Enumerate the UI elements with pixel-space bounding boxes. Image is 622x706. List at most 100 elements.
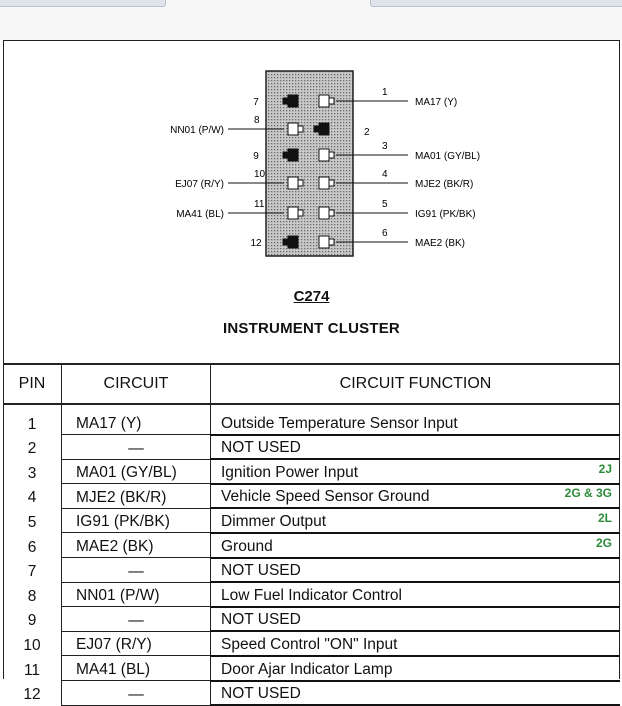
connector-id: C274 — [293, 288, 330, 305]
pin-label: 4 — [382, 169, 388, 180]
wire-label: MJE2 (BK/R) — [415, 179, 473, 190]
wire-label: EJ07 (R/Y) — [175, 179, 224, 190]
connector-pin: 9 — [253, 148, 299, 162]
circuit-code: MAE2 (BK) — [61, 532, 211, 559]
circuit-function: Speed Control "ON" Input — [210, 631, 620, 657]
circuit-code: MA01 (GY/BL) — [61, 459, 211, 485]
pin-label: 3 — [382, 141, 388, 152]
handwritten-note: 2G & 3G — [564, 486, 612, 501]
circuit-code: IG91 (PK/BK) — [61, 508, 211, 534]
circuit-code: — — [61, 606, 211, 632]
pin-number: 8 — [3, 582, 62, 607]
circuit-function-text: Low Fuel Indicator Control — [221, 586, 402, 604]
circuit-function-text: Ignition Power Input — [221, 463, 359, 481]
circuit-code: MJE2 (BK/R) — [61, 483, 211, 509]
pin-number: 9 — [3, 606, 62, 632]
pin-label: 1 — [382, 87, 388, 98]
circuit-function-text: Dimmer Output — [221, 512, 327, 530]
circuit-code: MA17 (Y) — [61, 404, 211, 436]
wire-label: MA17 (Y) — [415, 97, 457, 108]
pin-label: 2 — [364, 127, 370, 138]
pin-label: 10 — [254, 169, 266, 180]
pin-label: 8 — [254, 115, 260, 126]
circuit-code: MA41 (BL) — [61, 655, 211, 682]
table-header-row: PIN CIRCUIT CIRCUIT FUNCTION — [3, 363, 620, 405]
window-top-strip — [0, 0, 622, 40]
pin-number: 10 — [3, 631, 62, 656]
connector-housing — [265, 70, 354, 257]
header-circuit: CIRCUIT — [61, 363, 211, 405]
circuit-function: NOT USED — [210, 434, 620, 461]
pin-label: 11 — [254, 199, 265, 210]
table-row: 12— NOT USED — [3, 680, 620, 706]
circuit-code: EJ07 (R/Y) — [61, 631, 211, 657]
circuit-function-text: Ground — [221, 537, 273, 555]
circuit-function: Ignition Power Input 2J — [210, 459, 620, 485]
circuit-function-text: Speed Control "ON" Input — [221, 635, 398, 653]
circuit-code: — — [61, 680, 211, 706]
pin-number: 7 — [3, 557, 62, 583]
wire-label: MAE2 (BK) — [415, 238, 465, 249]
wire-label: MA41 (BL) — [176, 209, 224, 220]
pin-label: 5 — [382, 199, 388, 210]
connector-pin: 7 — [253, 94, 299, 108]
table-row: 9—NOT USED — [3, 606, 620, 633]
pin-number: 6 — [3, 532, 62, 558]
wire-label: IG91 (PK/BK) — [415, 209, 476, 220]
pin-number: 1 — [3, 404, 62, 435]
wire-label: MA01 (GY/BL) — [415, 151, 480, 162]
pin-number: 12 — [3, 680, 62, 706]
circuit-function: Vehicle Speed Sensor Ground 2G & 3G — [210, 483, 620, 510]
circuit-code: — — [61, 557, 211, 583]
connector-pin: 2 — [313, 122, 370, 138]
circuit-function-text: NOT USED — [221, 685, 301, 703]
table-row: 2— NOT USED — [3, 434, 620, 461]
circuit-function: Outside Temperature Sensor Input — [210, 404, 620, 436]
handwritten-note: 2J — [598, 461, 612, 476]
pin-label: 7 — [253, 97, 259, 108]
handwritten-note: 2L — [597, 510, 612, 525]
header-circuit-function: CIRCUIT FUNCTION — [210, 363, 620, 405]
circuit-code: NN01 (P/W) — [61, 582, 211, 608]
circuit-function: Dimmer Output 2L — [210, 508, 620, 534]
circuit-function: NOT USED — [210, 557, 620, 584]
pin-number: 3 — [3, 459, 62, 484]
circuit-function-text: NOT USED — [221, 439, 301, 457]
pin-number: 2 — [3, 434, 62, 460]
pin-label: 12 — [250, 238, 262, 249]
table-row: 7— NOT USED — [3, 557, 620, 584]
circuit-function: NOT USED — [210, 680, 620, 706]
pin-number: 4 — [3, 483, 62, 509]
pin-number: 11 — [3, 655, 62, 681]
header-pin: PIN — [3, 363, 62, 405]
circuit-code: — — [61, 434, 211, 460]
wire-label: NN01 (P/W) — [170, 125, 224, 136]
window-tab-left[interactable] — [0, 0, 166, 7]
circuit-function-text: Vehicle Speed Sensor Ground — [221, 488, 430, 506]
window-tab-right[interactable] — [370, 0, 622, 7]
pin-label: 6 — [382, 228, 388, 239]
circuit-function-text: NOT USED — [221, 562, 301, 580]
connector-pin: 12 — [250, 235, 299, 249]
circuit-function: Door Ajar Indicator Lamp — [210, 655, 620, 682]
